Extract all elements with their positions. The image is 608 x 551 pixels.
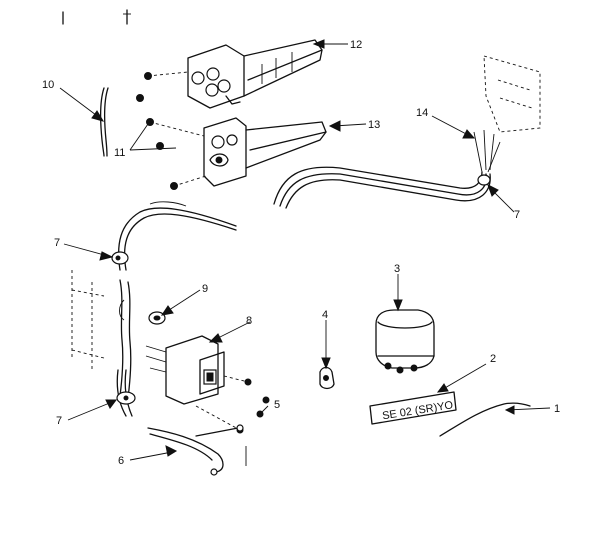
callout-labels: 1 2 3 4 5 6 7 7 7 8 9 10 11 12 13 14 [42, 39, 560, 467]
callout-14: 14 [416, 107, 428, 119]
callout-11: 11 [114, 147, 125, 159]
callout-7-upper: 7 [54, 237, 60, 249]
part-14-harness [273, 55, 541, 209]
part-1-strap [439, 402, 531, 437]
callout-2: 2 [490, 353, 496, 365]
part-4-connector [319, 366, 335, 390]
leader-lines [59, 39, 551, 461]
callout-10: 10 [42, 79, 54, 91]
callout-4: 4 [322, 309, 328, 321]
part-7-clamp-upper [111, 201, 237, 271]
callout-5: 5 [274, 399, 280, 411]
callout-8: 8 [246, 315, 252, 327]
callout-13: 13 [368, 119, 380, 131]
part-9-grommet [148, 311, 166, 325]
part-5-screws [195, 375, 270, 434]
part-12-terminal-block [187, 39, 323, 109]
callout-12: 12 [350, 39, 362, 51]
callout-6: 6 [118, 455, 124, 467]
scan-marks [62, 9, 131, 25]
part-3-capacitor [375, 309, 435, 374]
part-10-rod [100, 87, 109, 157]
cabinet-outline [71, 270, 132, 399]
part-7-clamp-lower [116, 369, 136, 417]
part-6-wire [147, 424, 247, 476]
part-2-label-plate: SE 02 (SR)YO [369, 391, 457, 425]
part-11-screws [136, 71, 207, 190]
callout-7-right: 7 [514, 209, 520, 221]
callout-1: 1 [554, 403, 560, 415]
callout-9: 9 [202, 283, 208, 295]
part-8-relay [145, 335, 225, 405]
part-13-terminal-block [203, 117, 327, 187]
callout-3: 3 [394, 263, 400, 275]
callout-7-lower: 7 [56, 415, 62, 427]
